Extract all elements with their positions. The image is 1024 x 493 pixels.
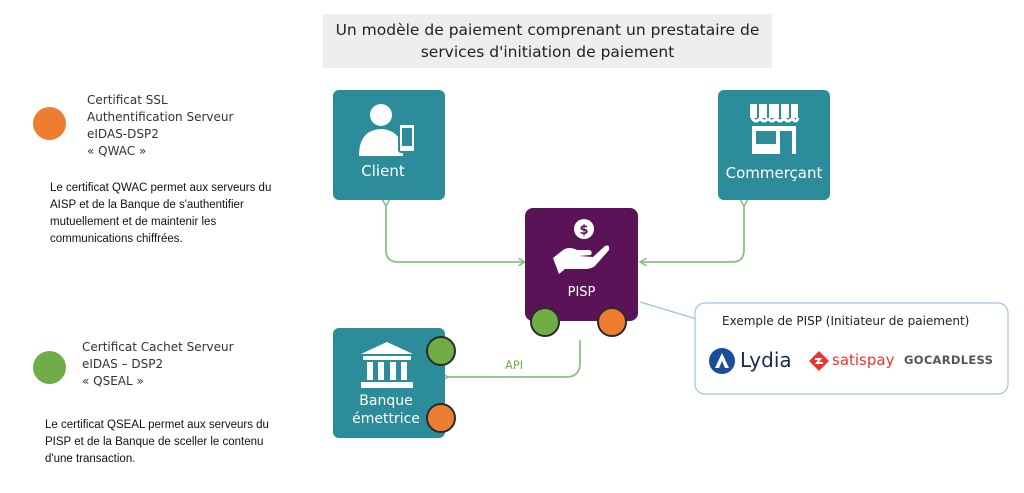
satispay-text: satispay <box>832 351 895 369</box>
diagram-title: Un modèle de paiement comprenant un pres… <box>323 14 772 68</box>
qwac-line: Certificat SSL <box>87 93 168 107</box>
merchant-pisp-arrow <box>641 205 744 262</box>
bank-label-line1: Banque <box>359 393 413 409</box>
store-icon <box>750 104 800 154</box>
bank-pisp-api-arrow <box>447 340 581 377</box>
qwac-legend-title: Certificat SSL Authentification Serveur … <box>87 92 233 160</box>
lydia-logo: Lydia <box>708 346 800 376</box>
client-user-phone-icon <box>359 104 416 156</box>
example-callout-box <box>694 302 1009 395</box>
api-label: API <box>505 358 524 372</box>
title-line-1: Un modèle de paiement comprenant un pres… <box>335 21 760 39</box>
qwac-desc-line: mutuellement et de maintenir les <box>50 216 217 228</box>
qwac-desc-line: communications chiffrées. <box>50 233 183 245</box>
qseal-line: eIDAS – DSP2 <box>82 357 164 371</box>
title-line-2: services d'initiation de paiement <box>420 43 675 61</box>
lydia-mark-icon <box>709 348 735 374</box>
qwac-desc-line: Le certificat QWAC permet aux serveurs d… <box>50 182 272 194</box>
qwac-legend-dot <box>33 107 66 140</box>
satispay-logo: satispay <box>808 348 900 376</box>
bank-label-line2: émettrice <box>352 411 420 427</box>
qseal-desc-line: PISP et de la Banque de sceller le conte… <box>45 436 264 448</box>
pisp-qseal-dot <box>530 307 560 337</box>
qseal-legend-dot <box>33 351 66 384</box>
example-title: Exemple de PISP (Initiateur de paiement) <box>722 314 970 328</box>
qwac-line: eIDAS-DSP2 <box>87 127 159 141</box>
pisp-node: $ PISP <box>525 208 638 321</box>
payment-hand-coin-icon: $ <box>553 219 610 274</box>
pisp-qwac-dot <box>597 307 627 337</box>
svg-text:$: $ <box>579 223 588 238</box>
bank-label: Banque émettrice <box>333 392 439 428</box>
client-label: Client <box>361 162 405 180</box>
qwac-desc-line: AISP et de la Banque de s'authentifier <box>50 199 244 211</box>
bank-building-icon <box>361 342 413 388</box>
qwac-line: « QWAC » <box>87 144 147 158</box>
bank-qseal-dot <box>426 336 456 366</box>
qseal-line: Certificat Cachet Serveur <box>82 340 234 354</box>
qseal-desc-line: Le certificat QSEAL permet aux serveurs … <box>45 419 269 431</box>
gocardless-logo: GOCARDLESS <box>904 353 994 367</box>
pisp-label: PISP <box>567 285 596 300</box>
client-pisp-arrow <box>386 205 524 262</box>
qseal-desc-line: d'une transaction. <box>45 453 136 465</box>
qwac-line: Authentification Serveur <box>87 110 234 124</box>
qwac-description: Le certificat QWAC permet aux serveurs d… <box>50 180 271 248</box>
qseal-legend-title: Certificat Cachet Serveur eIDAS – DSP2 «… <box>82 339 234 390</box>
bank-qwac-dot <box>426 403 456 433</box>
qseal-line: « QSEAL » <box>82 374 144 388</box>
merchant-label: Commerçant <box>725 164 823 182</box>
client-node: Client <box>333 90 445 200</box>
callout-pointer <box>639 301 701 321</box>
merchant-node: Commerçant <box>718 90 830 200</box>
lydia-text: Lydia <box>740 348 792 372</box>
satispay-mark-icon <box>809 351 829 371</box>
qseal-description: Le certificat QSEAL permet aux serveurs … <box>45 417 269 468</box>
